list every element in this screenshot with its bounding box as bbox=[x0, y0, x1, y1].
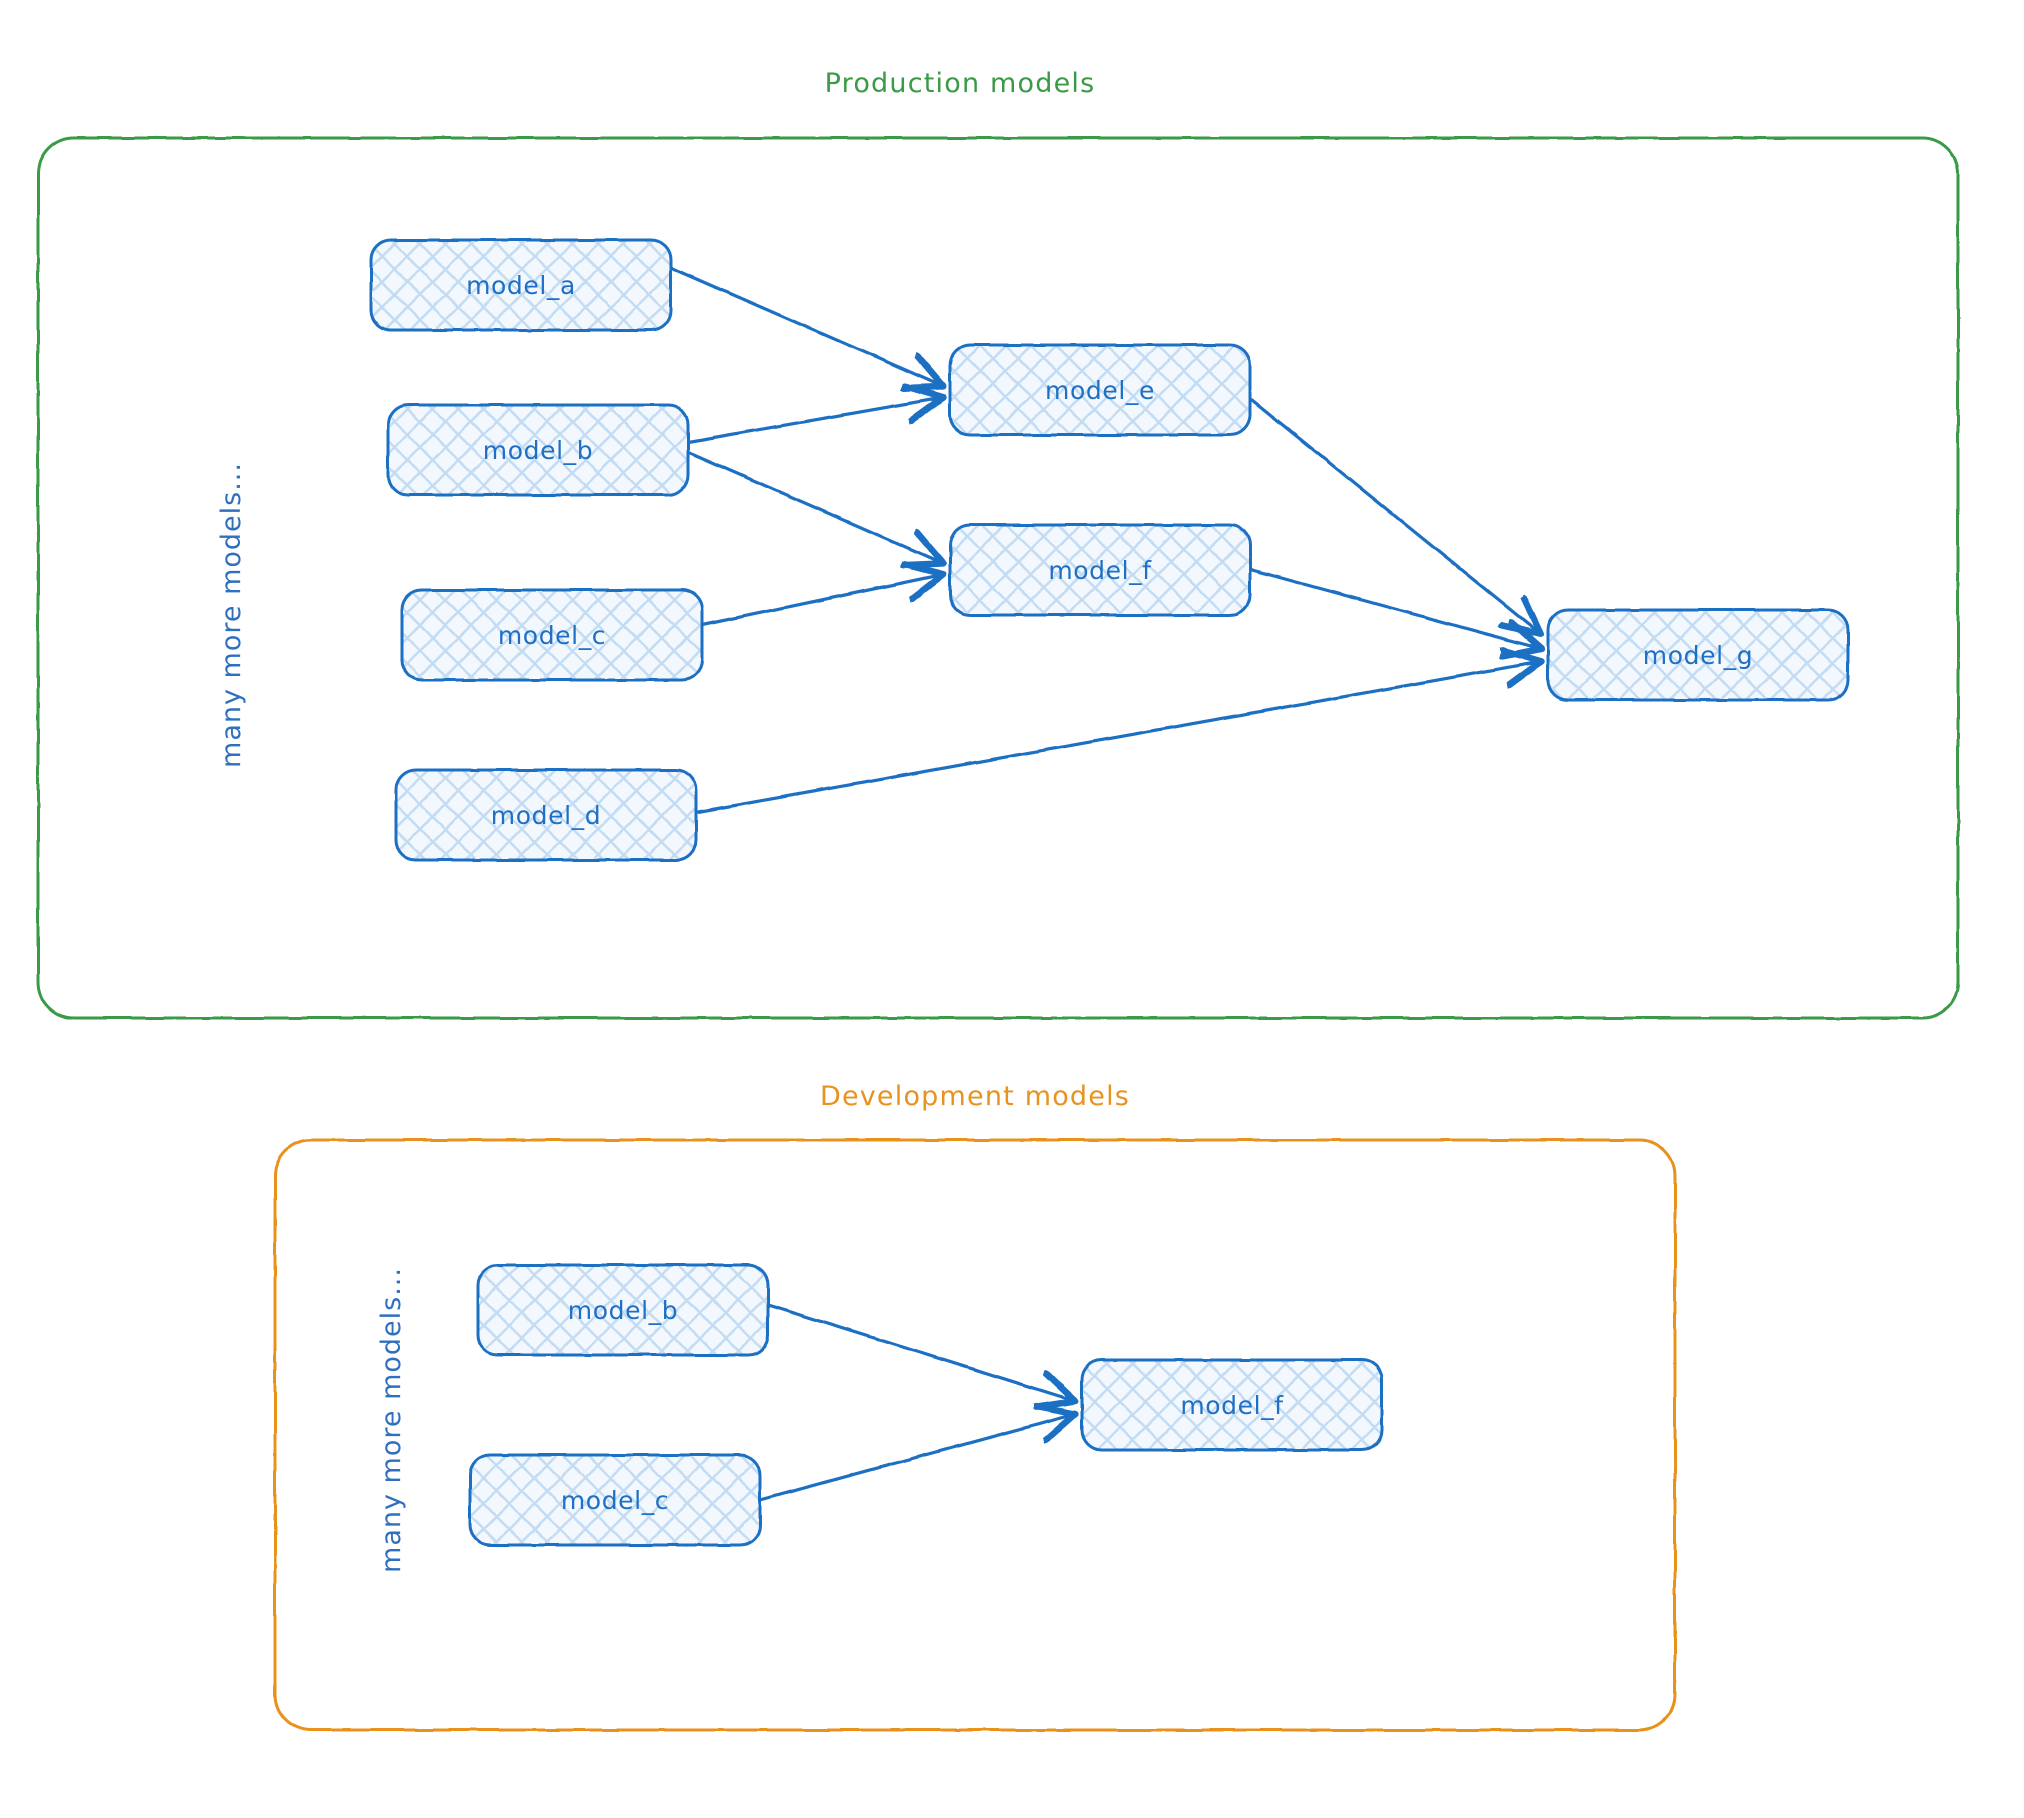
node-label: model_f bbox=[1048, 556, 1152, 585]
node-label: model_a bbox=[466, 271, 576, 300]
node-prod-model-c[interactable]: model_c bbox=[400, 588, 704, 682]
development-edges bbox=[758, 1303, 1072, 1502]
node-label: model_c bbox=[498, 621, 606, 650]
svg-text:many more models...: many more models... bbox=[216, 462, 247, 768]
production-group-title: Production models bbox=[825, 68, 1096, 99]
edge-model-d-to-model-g bbox=[696, 662, 1538, 814]
node-label: model_e bbox=[1045, 376, 1155, 405]
node-dev-model-c[interactable]: model_c bbox=[468, 1453, 762, 1547]
edge-dev-model-c-to-model-f bbox=[758, 1415, 1072, 1502]
group-production: Production models many more models... bbox=[36, 68, 1960, 1020]
node-label: model_c bbox=[561, 1486, 669, 1515]
node-dev-model-b[interactable]: model_b bbox=[476, 1263, 770, 1357]
edge-model-a-to-model-e bbox=[669, 266, 940, 385]
production-group-border bbox=[36, 136, 1960, 1020]
node-prod-model-f[interactable]: model_f bbox=[948, 523, 1252, 617]
node-prod-model-d[interactable]: model_d bbox=[394, 768, 698, 862]
edge-model-b-to-model-e bbox=[686, 398, 940, 444]
node-label: model_f bbox=[1180, 1391, 1284, 1420]
node-prod-model-a[interactable]: model_a bbox=[369, 238, 673, 332]
svg-text:many more models...: many more models... bbox=[376, 1267, 407, 1573]
edge-model-b-to-model-f bbox=[686, 450, 940, 562]
node-label: model_b bbox=[483, 436, 593, 465]
development-group-title: Development models bbox=[820, 1081, 1130, 1112]
production-edges bbox=[669, 266, 1538, 814]
node-label: model_b bbox=[568, 1296, 678, 1325]
node-label: model_g bbox=[1643, 641, 1753, 670]
group-development: Development models many more models... m… bbox=[273, 1081, 1677, 1732]
development-group-border bbox=[273, 1138, 1677, 1732]
node-prod-model-g[interactable]: model_g bbox=[1546, 608, 1850, 702]
node-label: model_d bbox=[491, 801, 601, 830]
edge-model-f-to-model-g bbox=[1250, 568, 1538, 648]
development-side-note: many more models... bbox=[376, 1267, 407, 1573]
node-prod-model-b[interactable]: model_b bbox=[386, 403, 690, 497]
edge-model-c-to-model-f bbox=[700, 575, 940, 627]
node-prod-model-e[interactable]: model_e bbox=[948, 343, 1252, 437]
production-side-note: many more models... bbox=[216, 462, 247, 768]
edge-dev-model-b-to-model-f bbox=[766, 1303, 1072, 1400]
node-dev-model-f[interactable]: model_f bbox=[1080, 1358, 1384, 1452]
edge-model-e-to-model-g bbox=[1250, 398, 1538, 632]
